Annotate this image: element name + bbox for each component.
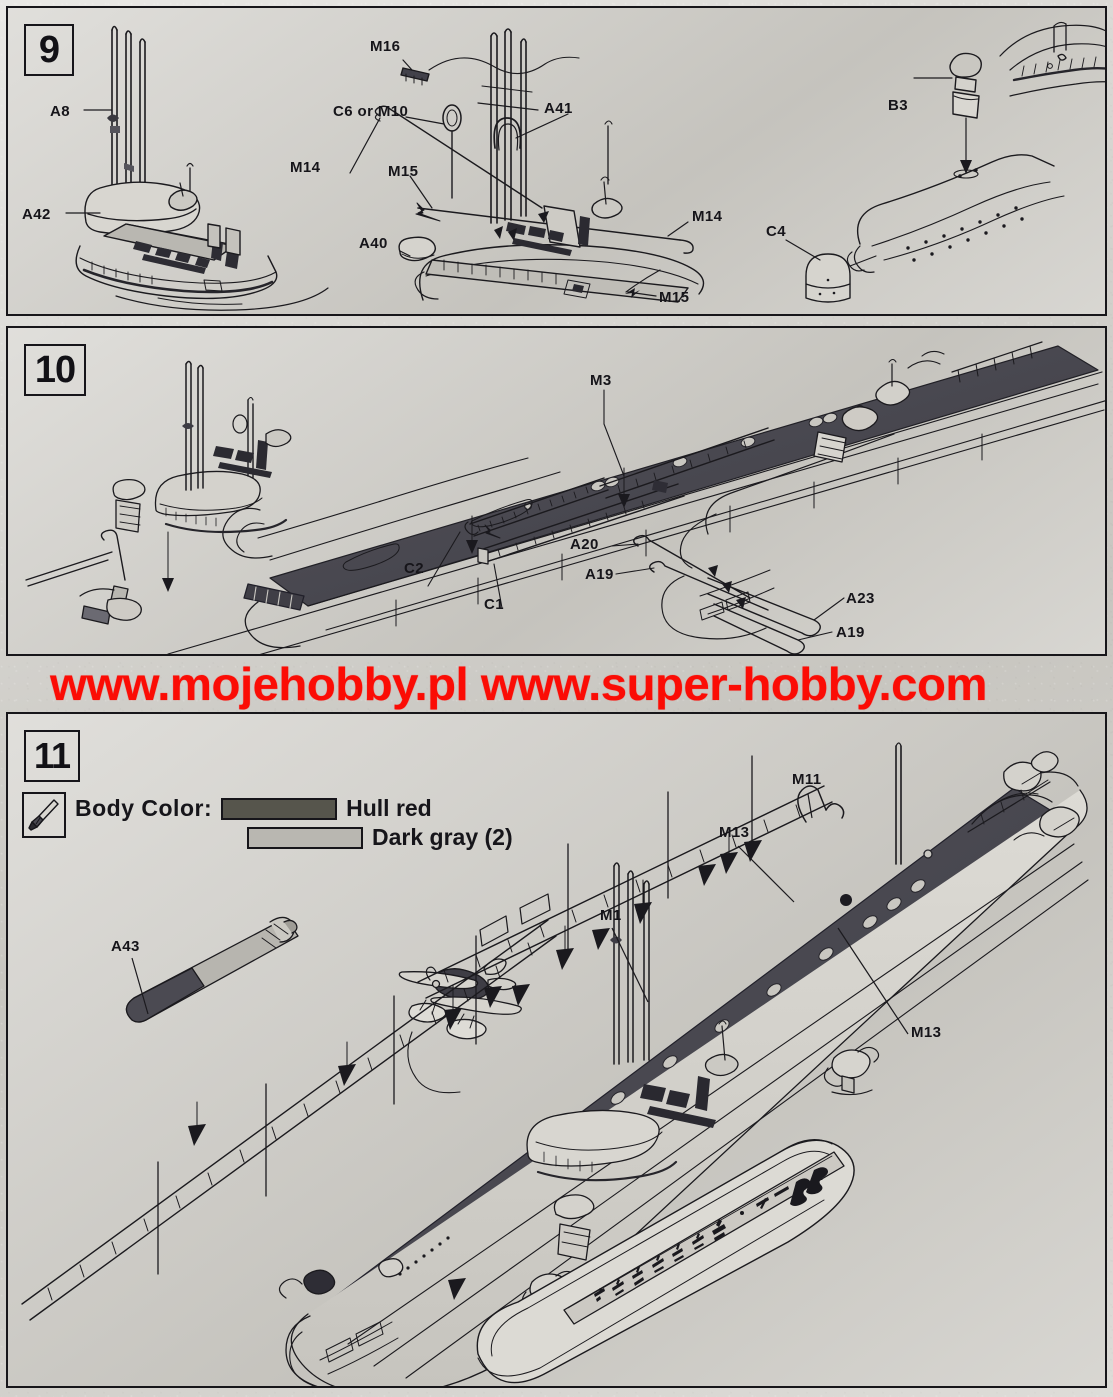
website-watermark: www.mojehobby.pl www.super-hobby.com [50,658,988,710]
body-color-legend: Body Color: Hull red Dark gray (2) [22,792,513,850]
label-a23: A23 [846,590,875,607]
label-a41: A41 [544,100,573,117]
label-a43: A43 [111,938,140,955]
paint-brush-icon [28,799,59,831]
step-10-number-badge: 10 [24,344,86,396]
step-10-assembly-diagram [25,341,1105,654]
paint-brush-icon-box [22,792,66,838]
legend-rows: Body Color: Hull red Dark gray (2) [75,792,513,850]
step-11-assembly-diagram [21,742,1089,1386]
label-a42: A42 [22,206,51,223]
label-a19-upper: A19 [585,566,614,583]
label-m11: M11 [792,771,822,788]
label-m13-lower: M13 [911,1024,942,1041]
label-m14-right: M14 [692,208,723,225]
label-a19-lower: A19 [836,624,865,641]
legend-name-dark-gray: Dark gray (2) [372,824,513,850]
label-m14-left: M14 [290,159,321,176]
legend-row-dark-gray: Dark gray (2) [75,824,513,850]
label-c4: C4 [766,223,786,240]
label-a20: A20 [570,536,599,553]
swatch-dark-gray [247,826,363,849]
label-m1: M1 [600,907,622,924]
label-c6-or-m10: C6 or M10 [333,103,409,120]
label-m3: M3 [590,372,612,389]
body-color-title: Body Color: [75,795,213,821]
label-m16: M16 [370,38,401,55]
label-a40: A40 [359,235,388,252]
swatch-hull-red [221,797,338,820]
legend-row-hull-red: Body Color: Hull red [75,795,513,821]
step-11-number-badge: 11 [24,730,80,782]
step-9-assembly-diagram [65,21,1105,311]
step-9-number-badge: 9 [24,24,74,76]
label-a8: A8 [50,103,70,120]
label-b3: B3 [888,97,908,114]
legend-name-hull-red: Hull red [346,795,432,821]
label-m13-upper: M13 [719,824,750,841]
label-c2: C2 [404,560,424,577]
label-c1: C1 [484,596,504,613]
label-m15-right: M15 [659,289,690,306]
label-m15-left: M15 [388,163,419,180]
step-9-panel: 9 [6,6,1107,316]
step-11-panel: 11 Body Color: Hull red Dark [6,712,1107,1388]
step-10-panel: 10 [6,326,1107,656]
